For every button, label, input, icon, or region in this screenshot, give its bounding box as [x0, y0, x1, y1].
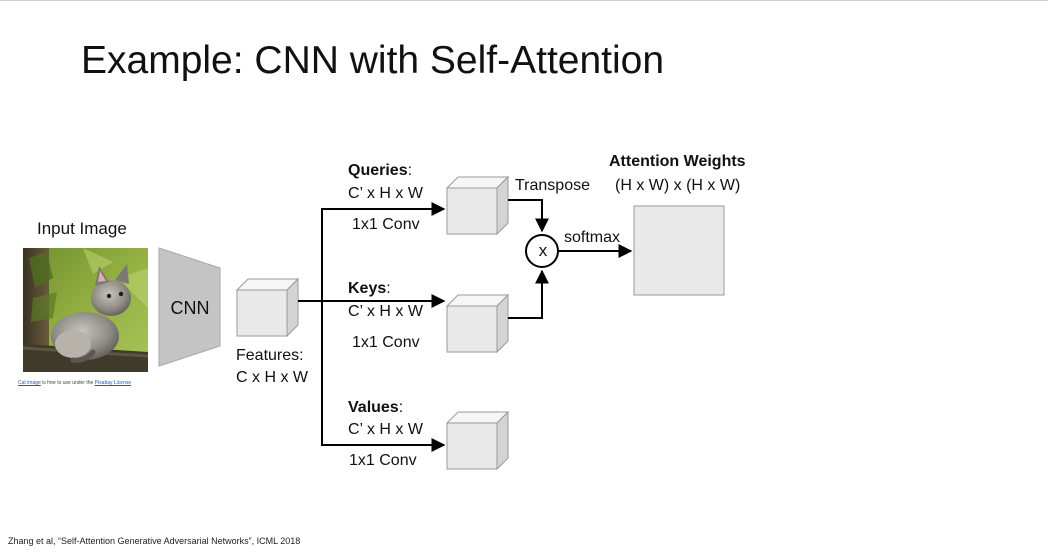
pixabay-license-link[interactable]: Pixabay License	[94, 380, 132, 386]
features-label: Features:	[236, 347, 304, 364]
cat-photo	[23, 248, 148, 372]
values-heading: Values:	[348, 398, 403, 418]
features-dims: C x H x W	[236, 369, 308, 386]
queries-colon: :	[407, 162, 413, 179]
attention-weights-title: Attention Weights	[609, 153, 746, 170]
cnn-label: CNN	[170, 298, 210, 318]
queries-dims: C’ x H x W	[348, 185, 423, 202]
values-colon: :	[398, 399, 404, 416]
attention-weights-dims: (H x W) x (H x W)	[615, 177, 741, 194]
keys-colon: :	[386, 280, 391, 297]
image-credit: Cat image is free to use under the Pixab…	[18, 380, 131, 387]
attention-weights-matrix	[633, 205, 725, 296]
cnn-block	[158, 247, 221, 367]
slide-title: Example: CNN with Self-Attention	[81, 39, 665, 82]
transpose-label: Transpose	[515, 177, 590, 194]
softmax-label: softmax	[564, 229, 621, 246]
queries-cube	[445, 175, 510, 236]
cat-image-link[interactable]: Cat image	[18, 380, 41, 386]
keys-to-multiply-line	[508, 269, 549, 319]
values-cube	[445, 410, 510, 471]
queries-conv: 1x1 Conv	[352, 216, 420, 233]
input-image-label: Input Image	[37, 219, 127, 238]
multiply-sign: x	[538, 241, 548, 260]
top-rule	[0, 0, 1048, 1]
citation: Zhang et al, “Self-Attention Generative …	[8, 536, 301, 546]
credit-text: is free to use under the	[40, 380, 95, 386]
keys-cube	[445, 293, 510, 354]
queries-label: Queries	[348, 162, 408, 179]
keys-label: Keys	[348, 280, 387, 297]
values-conv: 1x1 Conv	[349, 452, 417, 469]
keys-conv: 1x1 Conv	[352, 334, 420, 351]
queries-heading: Queries:	[348, 161, 412, 181]
features-cube	[235, 277, 300, 338]
cat-photo-illustration	[23, 248, 148, 372]
queries-to-multiply-line	[508, 199, 549, 233]
keys-heading: Keys:	[348, 279, 391, 299]
values-label: Values	[348, 399, 399, 416]
keys-dims: C’ x H x W	[348, 303, 423, 320]
values-dims: C’ x H x W	[348, 421, 423, 438]
